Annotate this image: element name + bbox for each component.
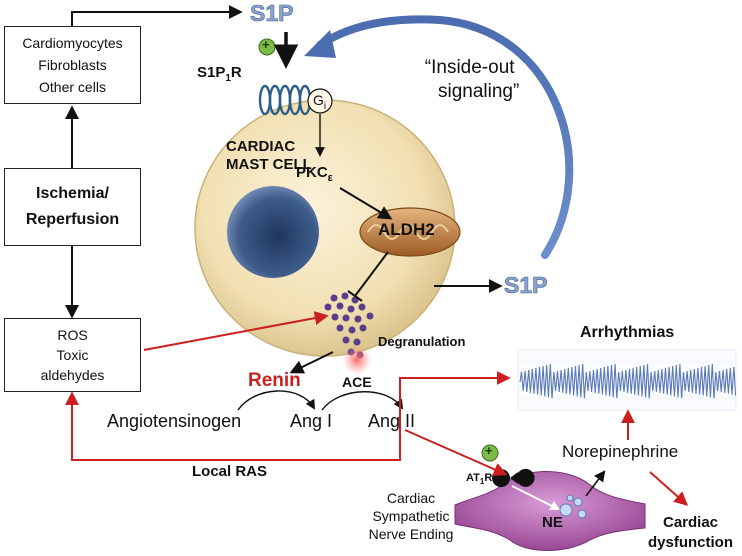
aldehydes-label: aldehydes [40,367,105,383]
arrow-ros-to-degranulation [143,311,329,351]
arrow-granules-to-renin [289,351,334,374]
aldh2-label: ALDH2 [378,220,435,239]
at1r-receptor-body [510,468,535,487]
ros-label: ROS [57,327,88,343]
cardiac-dysfunction-label: Cardiac dysfunction [648,514,733,551]
nerve-ending-label: Cardiac Sympathetic Nerve Ending [368,490,454,542]
arrow-nerve-to-norepinephrine [585,470,606,497]
plus-icon-at1r [481,444,499,462]
plus-sign-at1r-label: + [485,443,493,458]
inside-out-curve [316,15,574,259]
nerve-ending-shape [454,471,646,551]
ischemia-line1: Ischemia/ [36,185,109,202]
inhibit-bar [347,290,363,302]
nucleus-shape [227,186,319,278]
ace-glow [342,345,372,375]
s1p-top-label: S1P [250,0,294,26]
ros-box: ROS Toxic aldehydes [4,318,141,392]
inhibit-aldh2-degranulation [354,251,389,297]
ang1-label: Ang I [290,411,333,431]
arrow-ang2-to-ros [65,391,401,461]
angiotensinogen-label: Angiotensinogen [107,411,242,431]
degranulation-label: Degranulation [378,334,466,349]
arrow-at1r-to-ne [511,485,557,509]
arrow-cells-to-s1p [71,5,243,26]
toxic-label: Toxic [56,347,89,363]
fibroblasts-label: Fibroblasts [38,57,107,73]
mast-cell-label: CARDIAC MAST CELL [226,138,312,173]
local-ras-label: Local RAS [192,463,268,480]
gi-label: Gi [313,92,327,112]
arrow-ang2-to-arrhythmias [399,371,511,412]
ischemia-line2: Reperfusion [25,211,120,228]
ischemia-box: Ischemia/ Reperfusion [4,168,141,246]
gi-protein-circle [307,88,333,114]
renin-label: Renin [248,370,301,391]
arrow-norepinephrine-to-dysfunction [649,471,689,506]
mitochondrion-shape [359,207,461,257]
arrow-at1r-to-ne-head [549,501,560,510]
granules-icon [324,292,374,359]
arrow-angiotensinogen-to-ang1 [237,390,315,411]
other-cells-label: Other cells [39,79,106,95]
inside-out-arrowhead [304,30,336,58]
norepinephrine-label: Norepinephrine [562,442,679,461]
arrhythmias-label: Arrhythmias [580,324,675,341]
arrow-ang1-to-ang2 [321,391,404,411]
cardiomyocytes-label: Cardiomyocytes [22,35,123,51]
plus-sign-label: + [262,37,270,52]
s1p1r-receptor-icon [258,84,312,116]
s1p1r-label: S1P1R [197,64,242,84]
at1r-label: AT1R [466,472,493,487]
ang2-label: Ang II [368,411,416,431]
ne-label: NE [542,514,563,531]
cells-box: Cardiomyocytes Fibroblasts Other cells [4,26,141,104]
ace-label: ACE [342,374,372,390]
ecg-strip [517,349,737,411]
arrow-ang2-to-at1r [404,429,508,476]
s1p-right-label: S1P [504,272,548,299]
pkc-epsilon-label: PKCε [296,164,333,184]
arrow-pkc-to-aldh2 [339,187,393,220]
inside-out-label: “Inside-out signaling” [424,57,520,102]
